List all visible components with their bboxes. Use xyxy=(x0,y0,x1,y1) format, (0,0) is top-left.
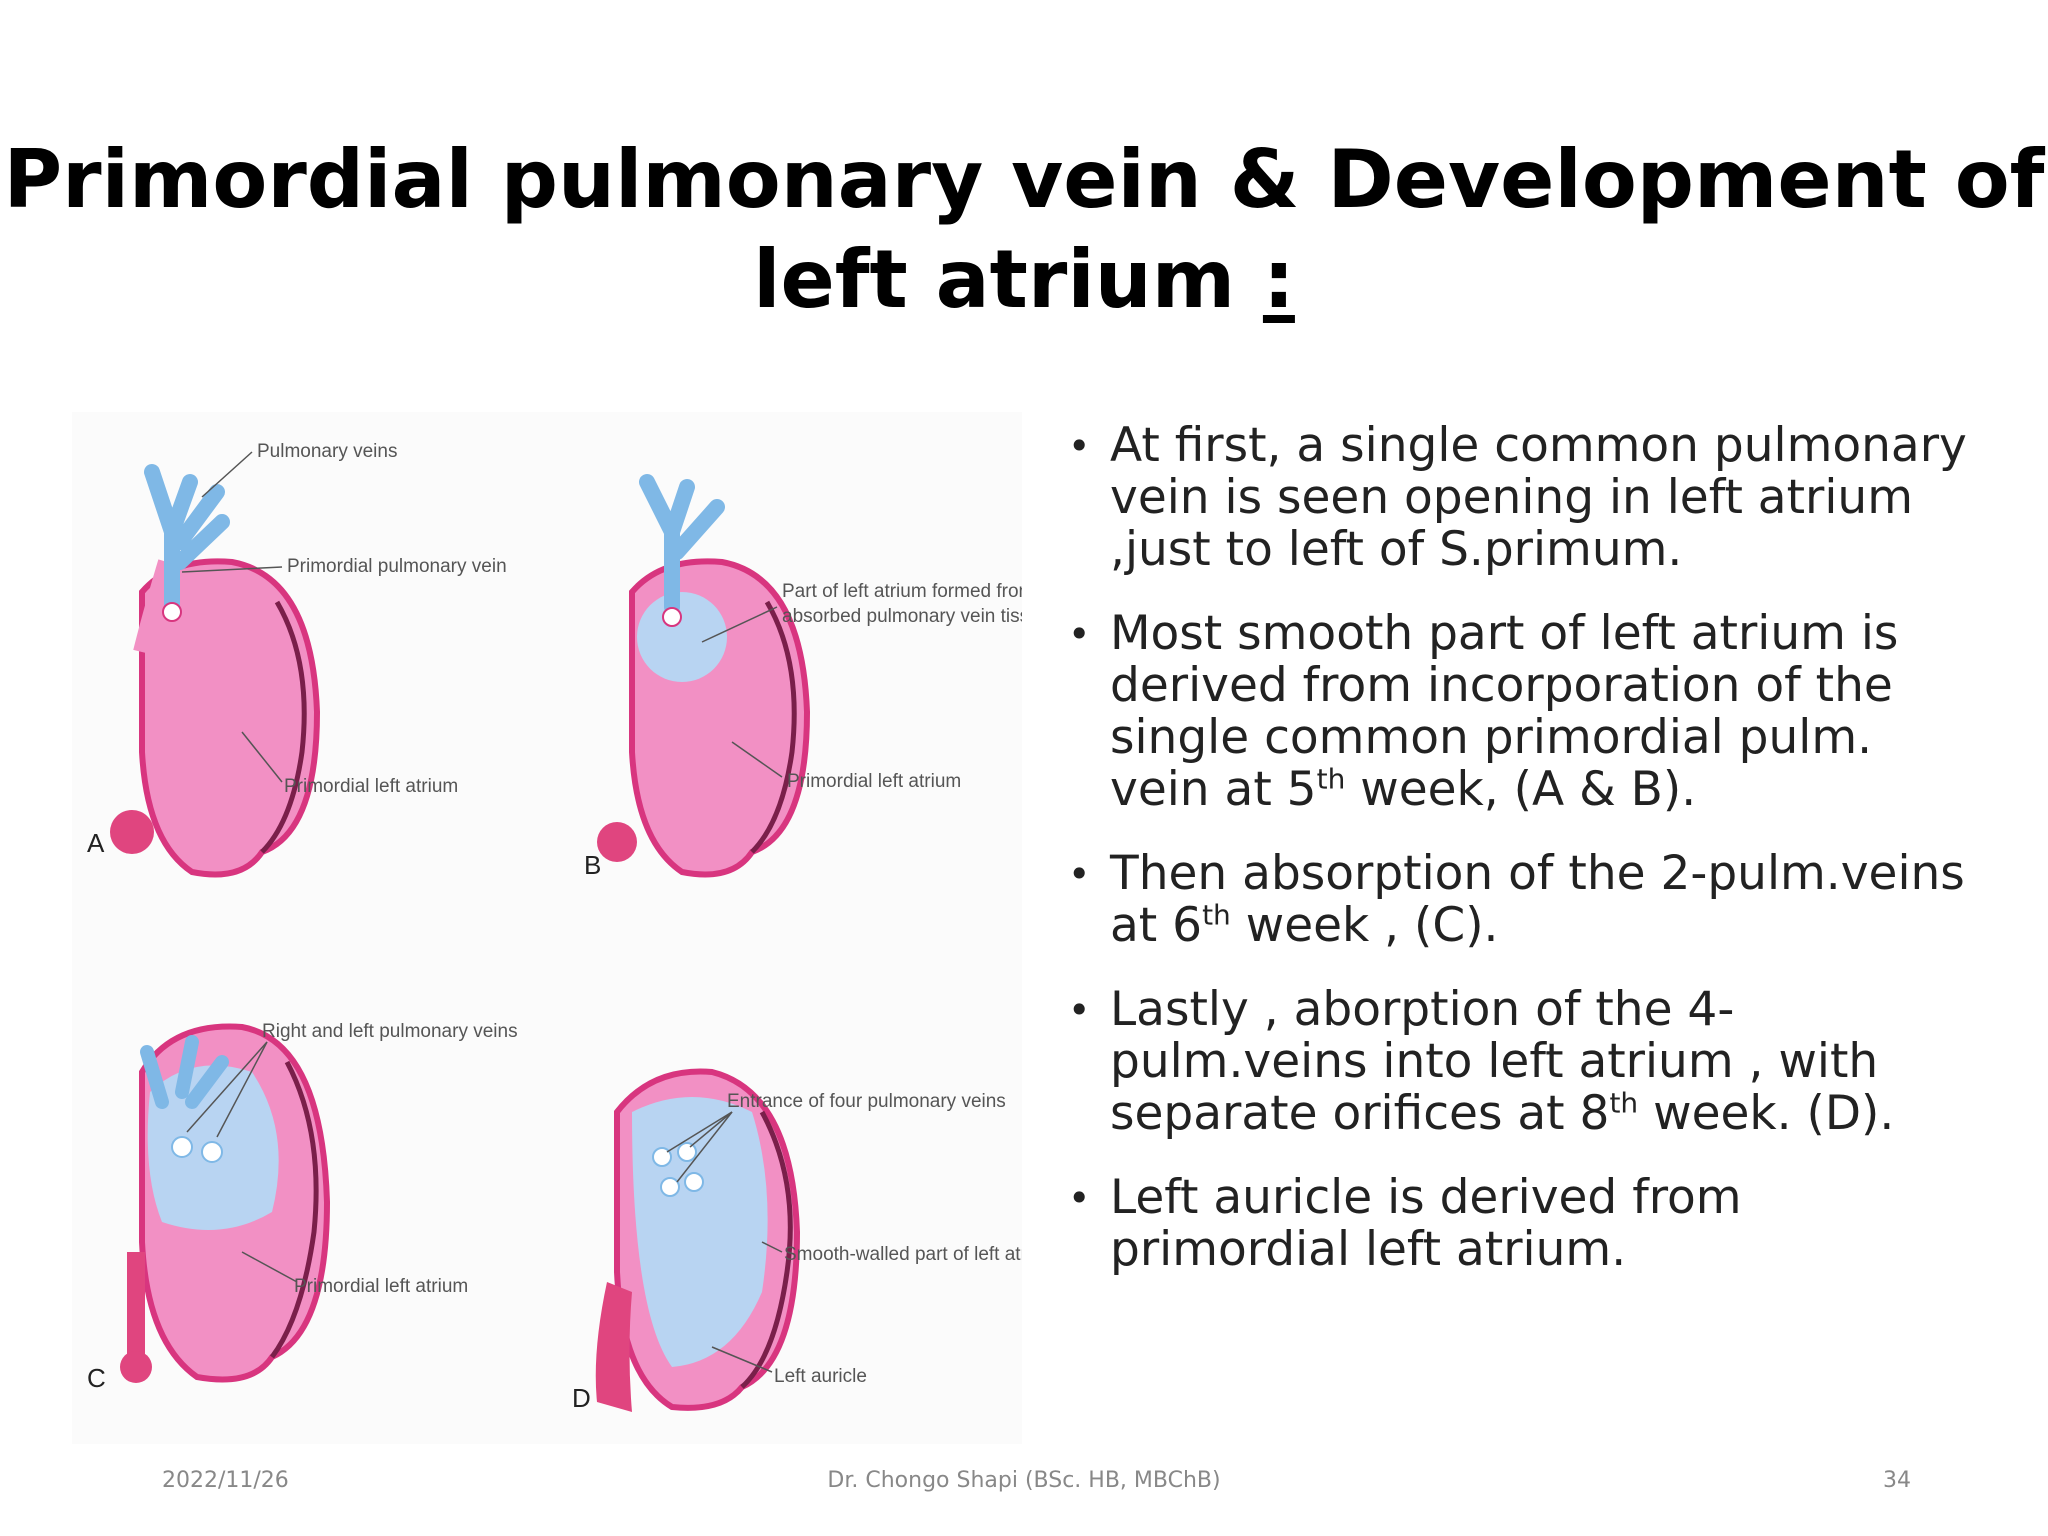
bullet-text: Lastly , aborption of the 4-pulm.veins i… xyxy=(1110,982,1879,1141)
bullet-list: At first, a single common pulmonary vein… xyxy=(1068,420,1968,1308)
panel-b-letter: B xyxy=(584,850,601,880)
figure-illustration: Pulmonary veins Primordial pulmonary vei… xyxy=(87,441,1022,1413)
bullet-text: Left auricle is derived from primordial … xyxy=(1110,1170,1742,1277)
bullet-text-end: week , (C). xyxy=(1230,898,1499,953)
footer-date: 2022/11/26 xyxy=(162,1468,289,1493)
bullet-text-end: week. (D). xyxy=(1638,1086,1895,1141)
panel-d-label-four-veins: Entrance of four pulmonary veins xyxy=(727,1091,1006,1112)
bullet-text-end: week, (A & B). xyxy=(1345,762,1697,817)
panel-c-label-pulmonary-veins: Right and left pulmonary veins xyxy=(262,1021,518,1042)
panel-d: Entrance of four pulmonary veins Smooth-… xyxy=(572,1068,1022,1413)
panel-b-label-left-atrium: Primordial left atrium xyxy=(787,771,961,792)
bullet-item: Then absorption of the 2-pulm.veins at 6… xyxy=(1068,848,1968,952)
embryology-figure: Pulmonary veins Primordial pulmonary vei… xyxy=(72,412,1022,1444)
panel-a-label-left-atrium: Primordial left atrium xyxy=(284,776,458,797)
panel-c-letter: C xyxy=(87,1363,106,1393)
slide-title-colon: : xyxy=(1262,233,1295,326)
bullet-item: Most smooth part of left atrium is deriv… xyxy=(1068,608,1968,816)
panel-b-label-part-formed: Part of left atrium formed from xyxy=(782,581,1022,602)
panel-c-label-left-atrium: Primordial left atrium xyxy=(294,1276,468,1297)
bullet-text: Most smooth part of left atrium is deriv… xyxy=(1110,606,1899,817)
panel-c: Right and left pulmonary veins Primordia… xyxy=(87,1021,518,1393)
panel-a: Pulmonary veins Primordial pulmonary vei… xyxy=(87,441,507,878)
panel-a-label-pulmonary-veins: Pulmonary veins xyxy=(257,441,397,462)
slide-title: Primordial pulmonary vein & Development … xyxy=(0,130,2048,330)
footer-author: Dr. Chongo Shapi (BSc. HB, MBChB) xyxy=(827,1468,1221,1493)
bullet-superscript: th xyxy=(1202,898,1231,932)
bullet-item: Lastly , aborption of the 4-pulm.veins i… xyxy=(1068,984,1968,1140)
slide-title-text: Primordial pulmonary vein & Development … xyxy=(3,133,2045,326)
panel-d-label-smooth-walled: Smooth-walled part of left atrium xyxy=(784,1244,1022,1265)
bullet-item: Left auricle is derived from primordial … xyxy=(1068,1172,1968,1276)
panel-b: Part of left atrium formed from absorbed… xyxy=(584,474,1022,880)
bullet-superscript: th xyxy=(1609,1086,1639,1120)
bullet-item: At first, a single common pulmonary vein… xyxy=(1068,420,1968,576)
panel-a-label-primordial-vein: Primordial pulmonary vein xyxy=(287,556,507,577)
panel-d-letter: D xyxy=(572,1383,591,1413)
panel-a-letter: A xyxy=(87,828,105,858)
footer-page-number: 34 xyxy=(1883,1468,1911,1493)
panel-d-label-left-auricle: Left auricle xyxy=(774,1366,867,1387)
bullet-text: Then absorption of the 2-pulm.veins at 6 xyxy=(1110,846,1965,953)
panel-b-label-absorbed-tissue: absorbed pulmonary vein tissue xyxy=(782,606,1022,627)
bullet-superscript: th xyxy=(1316,762,1346,796)
bullet-text: At first, a single common pulmonary vein… xyxy=(1110,418,1967,577)
